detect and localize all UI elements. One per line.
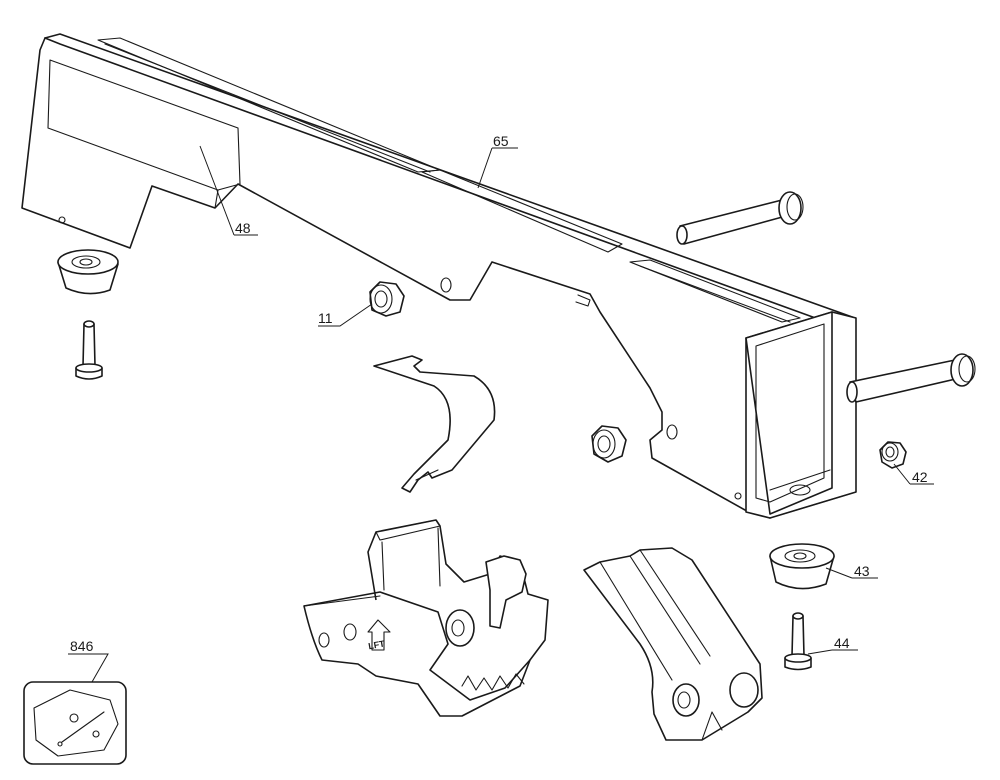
screw-left [75,320,103,380]
hardware-kit-846 [23,681,127,765]
lock-nut-11 [369,281,405,317]
main-rail-arm [21,33,856,519]
callout-43: 43 [854,563,870,579]
pivot-pin-upper [676,191,804,245]
callout-42: 42 [912,469,928,485]
leader-lines [68,145,934,683]
pivot-pin-lower [846,353,976,403]
screw-44 [784,612,812,671]
lock-nut-42 [879,441,907,469]
lift-stamp: LFT [367,638,385,651]
callout-48: 48 [235,220,251,236]
spring-clip [373,355,496,493]
callout-11: 11 [318,310,333,326]
callout-846: 846 [70,638,94,654]
slide-latch [583,547,763,741]
callout-65: 65 [493,133,509,149]
lock-nut-center [591,425,627,463]
rubber-foot-43 [769,543,835,590]
lock-housing: LFT [303,519,549,717]
callout-44: 44 [834,635,850,651]
rubber-foot-left [57,249,119,295]
rail-end-tube [734,311,857,519]
